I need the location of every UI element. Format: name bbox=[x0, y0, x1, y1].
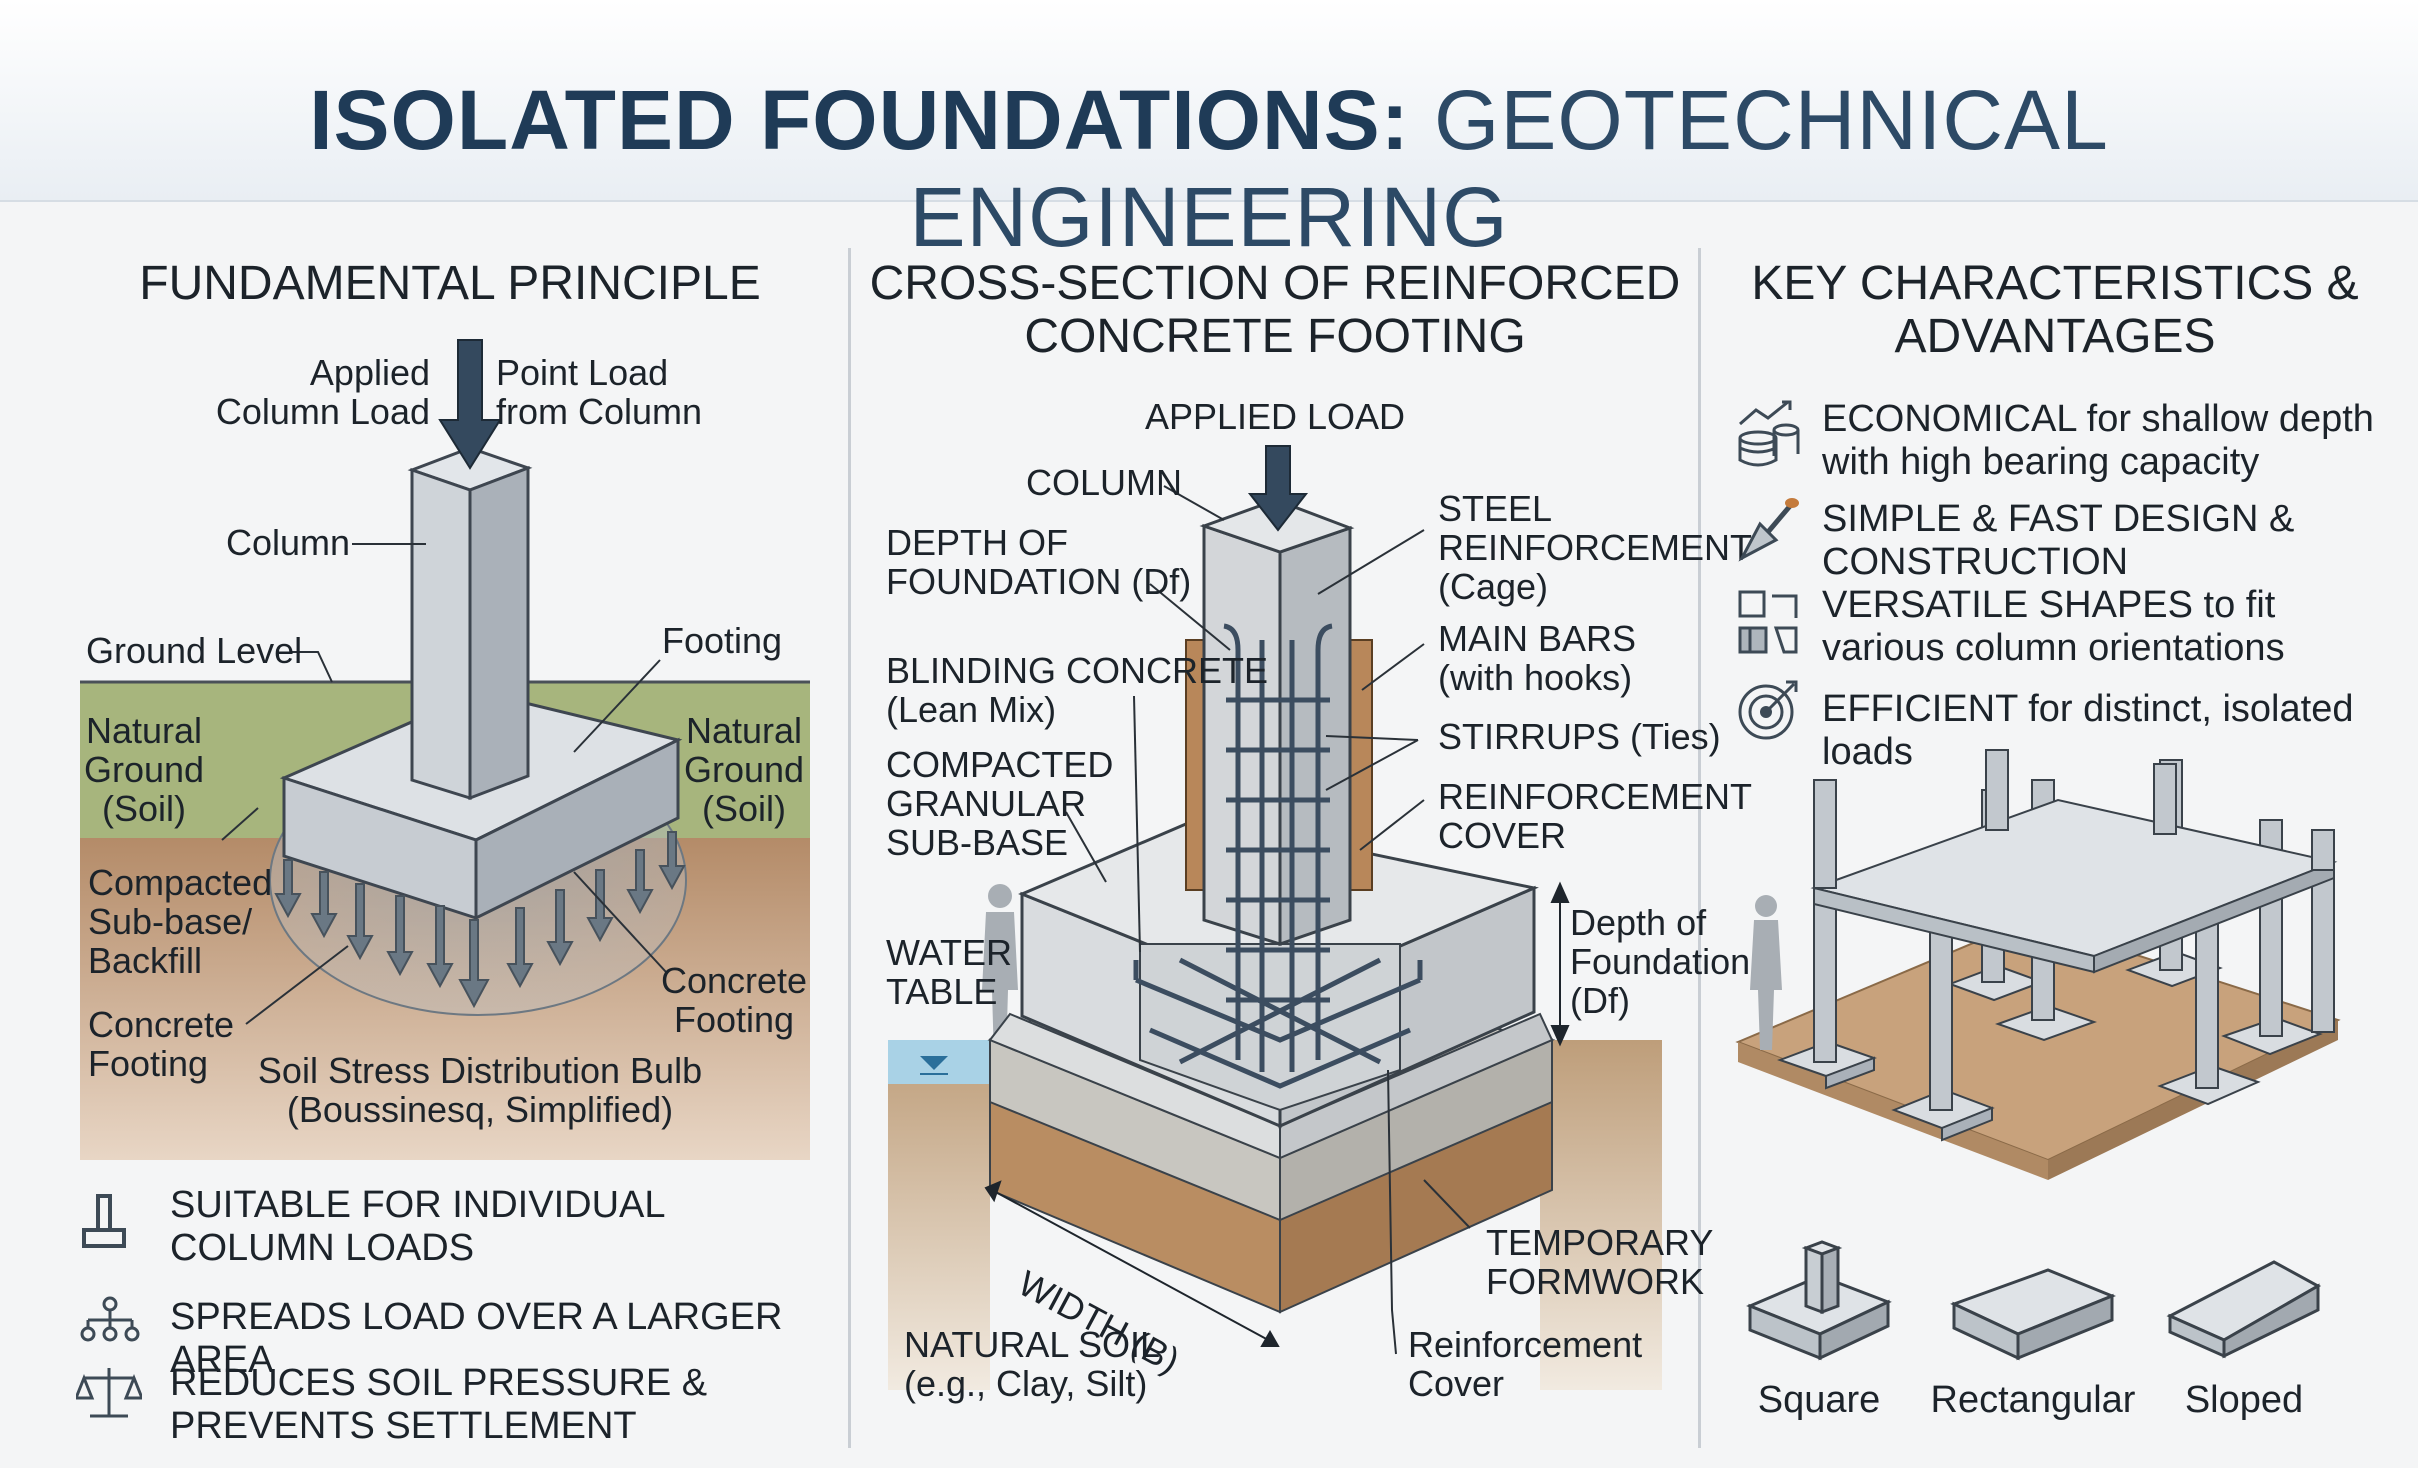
balance-scale-icon bbox=[76, 1368, 142, 1418]
rectangular-footing-icon bbox=[1950, 1268, 2116, 1361]
shape-label-sloped: Sloped bbox=[2184, 1379, 2304, 1421]
label-steel-reinforcement: STEEL REINFORCEMENT (Cage) bbox=[1438, 488, 1752, 607]
column-front bbox=[410, 467, 472, 801]
label-compacted-subbase: Compacted Sub-base/ Backfill bbox=[88, 862, 273, 981]
advantage-bold: EFFICIENT bbox=[1822, 688, 2018, 730]
label-point-load: Point Load from Column bbox=[496, 352, 703, 432]
applied-load-arrow bbox=[438, 339, 502, 470]
panel2-heading: CROSS-SECTION OF REINFORCED CONCRETE FOO… bbox=[869, 257, 1681, 363]
feature-item-suitable: SUITABLE FOR INDIVIDUAL COLUMN LOADS bbox=[170, 1184, 665, 1269]
advantage-rest: to fit various column orientations bbox=[1822, 584, 2285, 669]
target-icon bbox=[1738, 680, 1798, 740]
sloped-footing-icon bbox=[2166, 1260, 2322, 1359]
fundamental-principle-diagram bbox=[80, 339, 810, 1160]
bulb-line1: Soil Stress Distribution Bulb bbox=[257, 1050, 703, 1091]
coins-chart-icon bbox=[1738, 400, 1800, 467]
label-reinforcement-cover-lower: Reinforcement Cover bbox=[1408, 1324, 1643, 1404]
shape-label-rectangular: Rectangular bbox=[1930, 1379, 2136, 1421]
feature-item-spreads: SPREADS LOAD OVER A LARGER AREA bbox=[170, 1296, 783, 1381]
label-concrete-footing-right: Concrete Footing bbox=[660, 960, 808, 1040]
applied-load-arrow bbox=[1247, 445, 1309, 532]
label-applied-column-load: Applied Column Load bbox=[215, 352, 430, 432]
trowel-icon bbox=[1738, 498, 1799, 562]
label-reinforcement-cover-upper: REINFORCEMENT COVER bbox=[1438, 776, 1752, 856]
label-blinding-concrete: BLINDING CONCRETE (Lean Mix) bbox=[886, 650, 1269, 730]
title-rest: GEOTECHNICAL ENGINEERING bbox=[909, 73, 2109, 264]
label-temporary-formwork: TEMPORARY FORMWORK bbox=[1486, 1222, 1714, 1302]
label-natural-soil: NATURAL SOIL (e.g., Clay, Silt) bbox=[904, 1324, 1161, 1404]
panel-divider-right bbox=[1698, 248, 1701, 1448]
formwork-right bbox=[1349, 639, 1373, 891]
title-bold: ISOLATED FOUNDATIONS: bbox=[309, 73, 1410, 167]
advantage-bold: ECONOMICAL bbox=[1822, 398, 2077, 440]
advantage-item-simple: SIMPLE & FAST DESIGN & CONSTRUCTION bbox=[1822, 498, 2392, 583]
label-applied-load: APPLIED LOAD bbox=[1144, 396, 1406, 437]
advantage-rest: for distinct, isolated loads bbox=[1822, 688, 2354, 773]
label-natural-ground-right: Natural Ground (Soil) bbox=[683, 710, 805, 829]
advantage-bold: VERSATILE SHAPES bbox=[1822, 584, 2193, 626]
label-depth-right: Depth of Foundation (Df) bbox=[1570, 902, 1751, 1021]
person-scale-figure bbox=[982, 884, 1018, 1060]
shape-label-square: Square bbox=[1757, 1379, 1881, 1421]
label-natural-ground-left: Natural Ground (Soil) bbox=[83, 710, 205, 829]
title-band bbox=[0, 0, 2418, 202]
column-section-front bbox=[1202, 523, 1282, 947]
advantage-bold: SIMPLE & FAST DESIGN & CONSTRUCTION bbox=[1822, 498, 2295, 583]
label-footing: Footing bbox=[662, 620, 783, 661]
advantage-rest: for shallow depth with high bearing capa… bbox=[1822, 398, 2374, 483]
footing-side bbox=[474, 737, 680, 921]
cross-section-diagram bbox=[888, 445, 1662, 1390]
label-main-bars: MAIN BARS (with hooks) bbox=[1438, 618, 1637, 698]
reinforcement-cage bbox=[1133, 623, 1423, 1089]
square-footing-icon bbox=[1746, 1240, 1892, 1361]
person-figure bbox=[1750, 895, 1782, 1050]
label-ground-level: Ground Level bbox=[86, 630, 303, 671]
hierarchy-icon bbox=[80, 1296, 140, 1342]
feature-item-reduces: REDUCES SOIL PRESSURE & PREVENTS SETTLEM… bbox=[170, 1362, 708, 1447]
column-side bbox=[468, 465, 530, 801]
label-stirrups: STIRRUPS (Ties) bbox=[1438, 716, 1721, 757]
slab-top bbox=[1810, 798, 2338, 958]
advantage-item-efficient: EFFICIENT for distinct, isolated loads bbox=[1822, 688, 2392, 773]
bulb-line2: (Boussinesq, Simplified) bbox=[286, 1088, 674, 1130]
isometric-structure-illustration bbox=[1735, 749, 2341, 1180]
label-concrete-footing-left: Concrete Footing bbox=[88, 1004, 235, 1084]
label-column-section: COLUMN bbox=[1026, 462, 1183, 503]
label-water-table: WATER TABLE bbox=[886, 932, 1012, 1012]
shapes-icon bbox=[1738, 590, 1798, 654]
column-icon bbox=[82, 1194, 126, 1248]
label-column: Column bbox=[226, 522, 351, 563]
page-title: ISOLATED FOUNDATIONS: GEOTECHNICAL ENGIN… bbox=[0, 72, 2418, 266]
panel3-heading: KEY CHARACTERISTICS & ADVANTAGES bbox=[1751, 257, 2359, 363]
label-depth-of-foundation: DEPTH OF FOUNDATION (Df) bbox=[886, 522, 1192, 602]
natural-soil bbox=[888, 1040, 990, 1390]
advantage-item-economical: ECONOMICAL for shallow depth with high b… bbox=[1822, 398, 2392, 483]
label-stress-bulb: Soil Stress Distribution Bulb(Boussinesq… bbox=[230, 1050, 730, 1130]
advantage-item-versatile: VERSATILE SHAPES to fit various column o… bbox=[1822, 584, 2392, 669]
label-compacted-granular: COMPACTED GRANULAR SUB-BASE bbox=[886, 744, 1114, 863]
panel1-heading: FUNDAMENTAL PRINCIPLE bbox=[139, 257, 761, 310]
soil-pressure-arrows bbox=[274, 831, 686, 1009]
panel-divider-left bbox=[848, 248, 851, 1448]
